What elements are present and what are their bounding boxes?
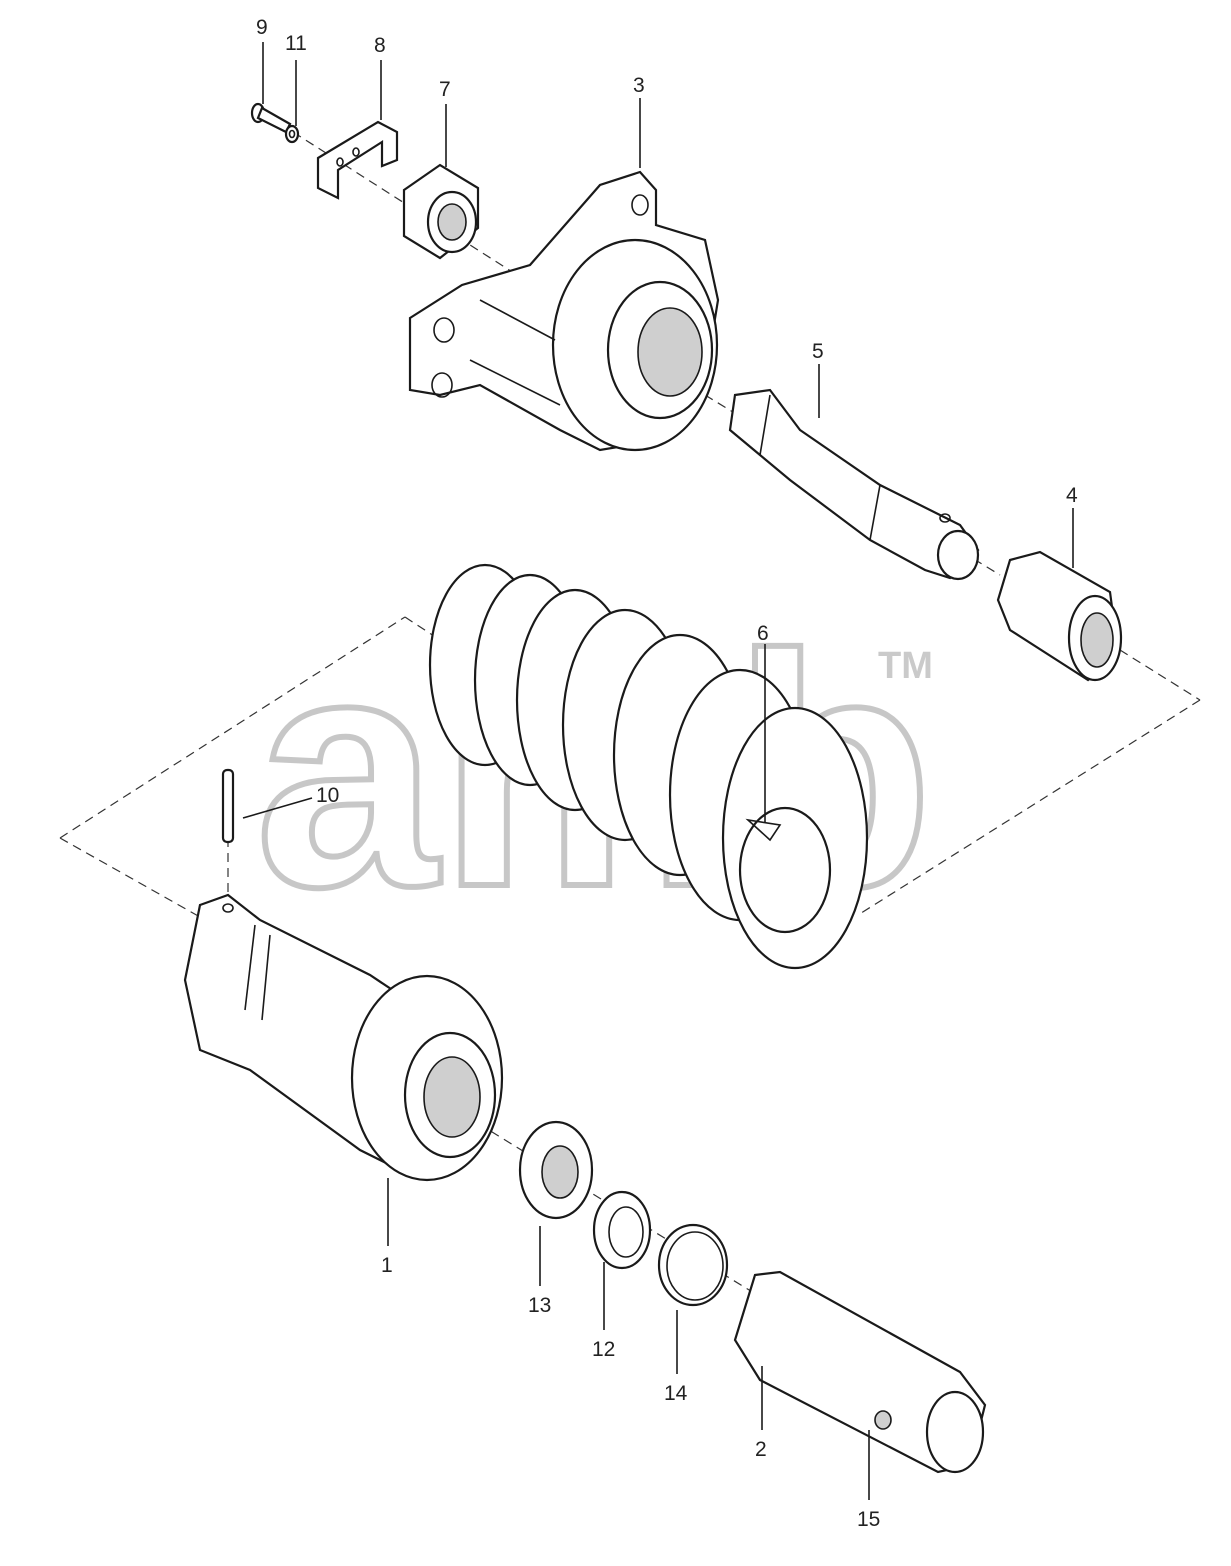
- part-4-bushing: [996, 550, 1123, 682]
- callout-13: 13: [528, 1294, 551, 1317]
- callout-10: 10: [316, 784, 339, 807]
- part-7-nut: [402, 163, 480, 260]
- part-1-idler-body: [183, 893, 504, 1182]
- part-14-ring: [657, 1223, 729, 1307]
- part-10-pin: [221, 768, 235, 844]
- callout-5: 5: [812, 340, 824, 363]
- callout-8: 8: [374, 34, 386, 57]
- callout-9: 9: [256, 16, 268, 39]
- part-9-bolt: [250, 102, 292, 134]
- callout-15: 15: [857, 1508, 880, 1531]
- callout-labels: 9 11 8 7 3 5 4 6 10 1 13 12 14 2 15: [256, 16, 1078, 1531]
- callout-14: 14: [664, 1382, 688, 1405]
- part-5-shaft: [728, 388, 980, 581]
- part-3-housing: [408, 170, 720, 452]
- callout-4: 4: [1066, 484, 1078, 507]
- callout-11: 11: [285, 32, 307, 55]
- part-2-pin-shaft: [733, 1270, 987, 1474]
- part-6-spring: [428, 563, 869, 970]
- callout-6: 6: [757, 622, 769, 645]
- callout-7: 7: [439, 78, 451, 101]
- watermark-trademark: TM: [878, 645, 933, 687]
- callout-1: 1: [381, 1254, 393, 1277]
- callout-12: 12: [592, 1338, 615, 1361]
- part-13-washer: [518, 1120, 594, 1220]
- callout-3: 3: [633, 74, 645, 97]
- part-12-snap-ring: [592, 1190, 652, 1270]
- callout-2: 2: [755, 1438, 767, 1461]
- leader-lines: [242, 42, 1074, 1500]
- part-11-washer: [284, 124, 300, 144]
- part-8-bracket: [316, 120, 399, 200]
